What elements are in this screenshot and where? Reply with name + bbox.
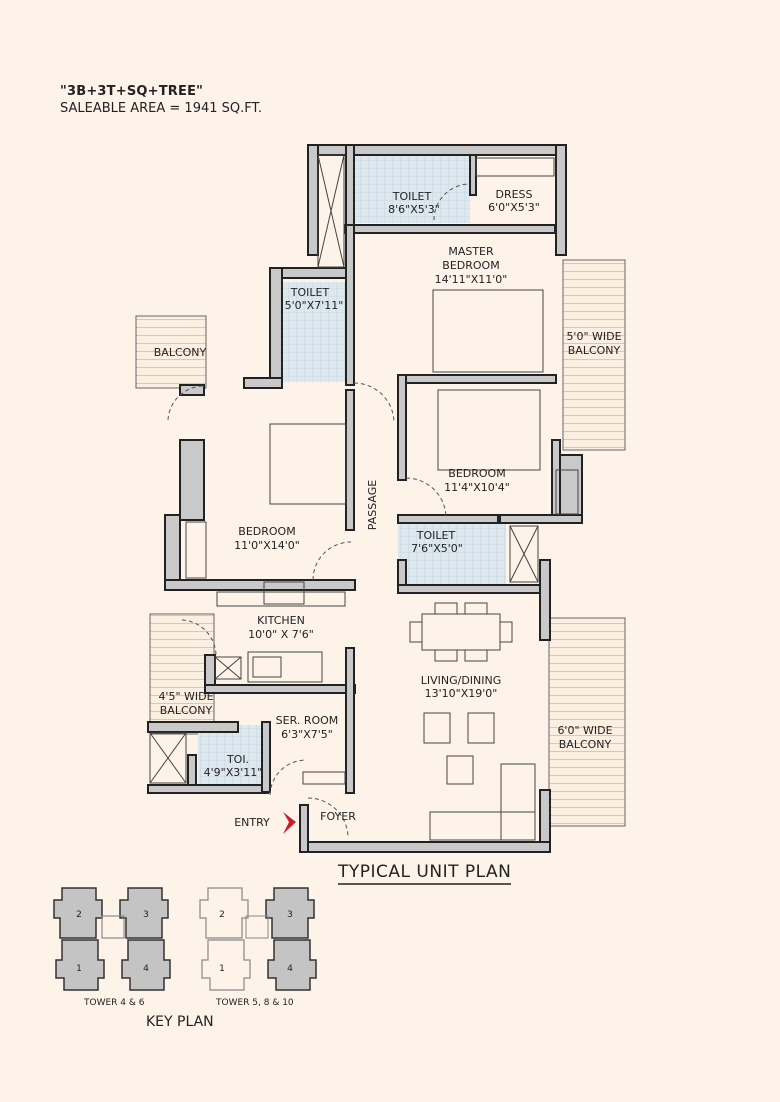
master-bedroom-label-1: MASTER [448,245,494,258]
balcony-left [135,315,207,389]
kitchen-label: KITCHEN [257,614,305,627]
balcony-master-label-2: BALCONY [568,344,621,357]
bedroom-2-size: 11'4"X10'4" [444,481,510,494]
room-labels: TOILET 8'6"X5'3" DRESS 6'0"X5'3" MASTER … [154,188,622,829]
toilet-2-label: TOILET [290,286,330,299]
servant-toilet-size: 4'9"X3'11" [204,766,263,779]
svg-text:3: 3 [143,910,149,920]
bedroom-2-label: BEDROOM [448,467,505,480]
beds [269,289,544,505]
balcony-living-label-2: BALCONY [559,738,612,751]
foyer-label: FOYER [320,810,356,823]
entry-label: ENTRY [234,816,270,829]
living-furniture [423,712,536,841]
saleable-area: SALEABLE AREA = 1941 SQ.FT. [60,101,263,116]
toilet-3-label: TOILET [416,529,456,542]
toilet-master-label: TOILET [392,190,432,203]
key-plan-tower-4-6: 2 3 1 4 [53,887,171,991]
toilet-2-size: 5'0"X7'11" [285,299,344,312]
bedroom-1-size: 11'0"X14'0" [234,539,300,552]
kitchen-size: 10'0" X 7'6" [248,628,314,641]
balcony-master [562,259,626,451]
unit-header: "3B+3T+SQ+TREE" SALEABLE AREA = 1941 SQ.… [60,84,262,116]
shafts [149,154,539,784]
servant-toilet-label: TOI. [226,753,249,766]
doors [167,183,471,839]
sink-icon [252,656,282,678]
wardrobes [185,157,579,785]
balcony-kitchen-label-1: 4'5" WIDE [158,690,213,703]
balcony-living [548,617,626,827]
master-bedroom-size: 14'11"X11'0" [435,273,508,286]
key-plan-title: KEY PLAN [146,1014,214,1030]
toilet-master-size: 8'6"X5'3" [388,203,440,216]
living-dining-size: 13'10"X19'0" [425,687,498,700]
svg-text:4: 4 [287,964,293,974]
svg-text:1: 1 [219,964,225,974]
tower-4-6-label: TOWER 4 & 6 [84,998,145,1008]
svg-text:2: 2 [219,910,225,920]
kitchen-counters [216,581,346,683]
balcony-kitchen [149,613,215,735]
passage-label: PASSAGE [366,480,379,530]
svg-text:3: 3 [287,910,293,920]
unit-type: "3B+3T+SQ+TREE" [60,84,204,99]
key-plan-tower-5-8-10: 2 3 1 4 [199,887,317,991]
dining-set [409,602,513,662]
balcony-master-label-1: 5'0" WIDE [566,330,621,343]
toilet-3-size: 7'6"X5'0" [411,542,463,555]
bedroom-1-label: BEDROOM [238,525,295,538]
stove-icon [263,581,305,605]
servant-room-label: SER. ROOM [276,714,339,727]
toilet-2-floor [283,282,347,382]
tower-5-8-10-label: TOWER 5, 8 & 10 [216,998,294,1008]
entry-arrow-icon [283,812,296,834]
servant-room-size: 6'3"X7'5" [281,728,333,741]
svg-text:2: 2 [76,910,82,920]
svg-text:4: 4 [143,964,149,974]
master-bedroom-label-2: BEDROOM [442,259,499,272]
dress-size: 6'0"X5'3" [488,201,540,214]
balcony-kitchen-label-2: BALCONY [160,704,213,717]
dress-label: DRESS [495,188,532,201]
plan-title: TYPICAL UNIT PLAN [338,862,512,885]
living-dining-label: LIVING/DINING [421,674,502,687]
servant-toilet-floor [198,725,262,785]
balcony-left-label: BALCONY [154,346,207,359]
balcony-living-label-1: 6'0" WIDE [557,724,612,737]
svg-text:1: 1 [76,964,82,974]
walls [147,144,583,853]
toilet-3-floor [398,521,506,587]
